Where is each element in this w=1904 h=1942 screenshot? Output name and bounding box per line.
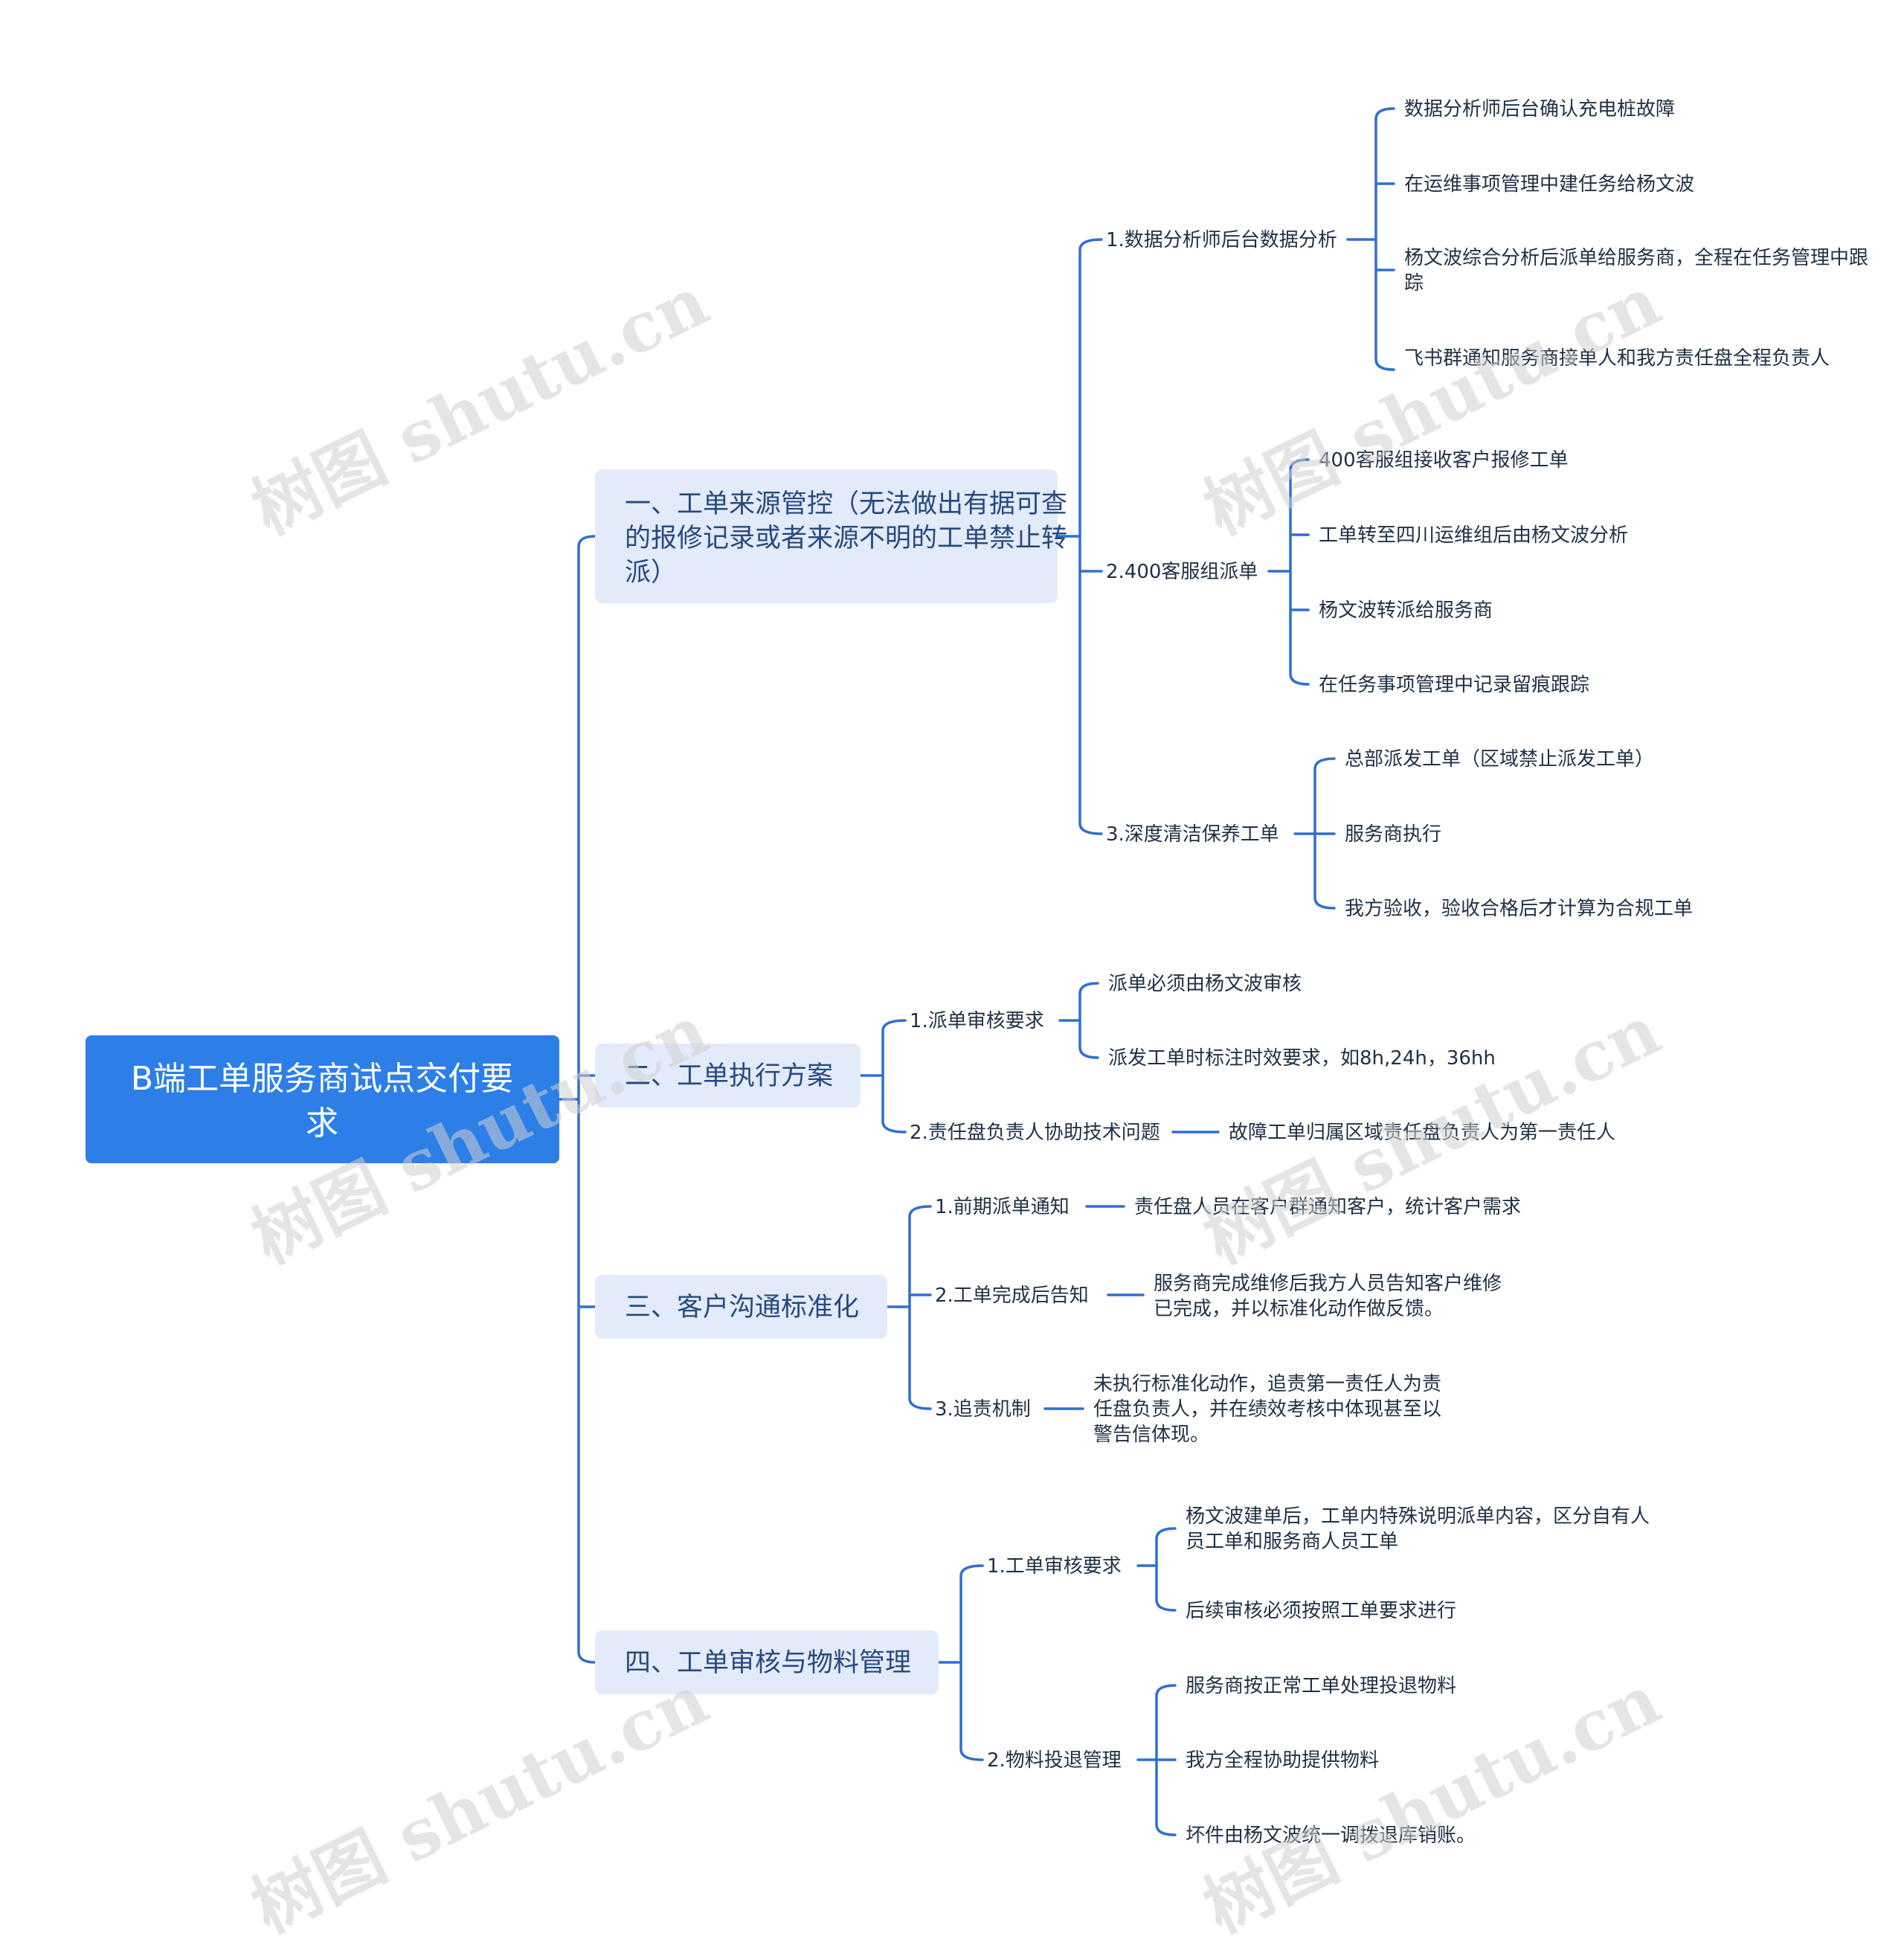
leaf-topic-label: 杨文波建单后，工单内特殊说明派单内容，区分自有人员工单和服务商人员工单 — [1186, 1505, 1650, 1553]
branch-node[interactable]: 三、客户沟通标准化 — [595, 1275, 887, 1339]
leaf-topic-label: 故障工单归属区域责任盘负责人为第一责任人 — [1229, 1122, 1615, 1144]
sub-topic-label: 2.责任盘负责人协助技术问题 — [910, 1122, 1160, 1144]
connector-line — [1293, 757, 1336, 910]
branch-node[interactable]: 二、工单执行方案 — [595, 1044, 861, 1107]
branch-label: 一、工单来源管控（无法做出有据可查的报修记录或者来源不明的工单禁止转派） — [625, 489, 1067, 588]
leaf-topic[interactable]: 未执行标准化动作，追责第一责任人为责任盘负责人，并在绩效考核中体现甚至以警告信体… — [1093, 1373, 1441, 1446]
connector-line — [859, 1019, 907, 1134]
sub-topic[interactable]: 3.深度清洁保养工单 — [1106, 823, 1279, 846]
connector-lines — [558, 107, 1395, 1836]
leaf-topic[interactable]: 杨文波综合分析后派单给服务商，全程在任务管理中跟踪 — [1404, 247, 1868, 295]
sub-topic-label: 2.400客服组派单 — [1106, 561, 1258, 583]
leaf-topic-label: 飞书群通知服务商接单人和我方责任盘全程负责人 — [1404, 347, 1830, 370]
connector-line — [1136, 1684, 1177, 1836]
root-node-box — [86, 1035, 559, 1163]
branch-node-box — [595, 469, 1058, 603]
leaf-topic[interactable]: 责任盘人员在客户群通知客户，统计客户需求 — [1134, 1196, 1521, 1218]
sub-topic[interactable]: 1.数据分析师后台数据分析 — [1106, 229, 1337, 251]
sub-topic[interactable]: 2.责任盘负责人协助技术问题 — [910, 1122, 1160, 1144]
leaf-topic[interactable]: 派单必须由杨文波审核 — [1108, 973, 1302, 995]
connector-line — [886, 1205, 932, 1410]
leaf-topic-label: 总部派发工单（区域禁止派发工单） — [1345, 748, 1654, 771]
branch-node[interactable]: 一、工单来源管控（无法做出有据可查的报修记录或者来源不明的工单禁止转派） — [595, 469, 1067, 603]
sub-topic[interactable]: 2.物料投退管理 — [987, 1749, 1122, 1772]
leaf-topic-label: 责任盘人员在客户群通知客户，统计客户需求 — [1134, 1196, 1521, 1218]
leaf-topic-label: 服务商执行 — [1345, 823, 1441, 846]
leaf-topic[interactable]: 杨文波转派给服务商 — [1319, 599, 1493, 622]
connector-line — [937, 1564, 984, 1761]
leaf-topic-label: 派发工单时标注时效要求，如8h,24h，36hh — [1108, 1047, 1496, 1070]
root-title: B端工单服务商试点交付要求 — [131, 1060, 513, 1142]
connector-line — [1346, 107, 1395, 371]
leaf-topic[interactable]: 故障工单归属区域责任盘负责人为第一责任人 — [1229, 1122, 1615, 1144]
sub-topic-label: 3.追责机制 — [935, 1398, 1031, 1421]
connector-line — [1136, 1527, 1177, 1612]
connector-line — [1056, 238, 1103, 835]
sub-topic-label: 1.前期派单通知 — [935, 1196, 1070, 1218]
sub-topic-label: 2.工单完成后告知 — [935, 1285, 1089, 1307]
sub-topic-label: 2.物料投退管理 — [987, 1749, 1122, 1772]
leaf-topic[interactable]: 派发工单时标注时效要求，如8h,24h，36hh — [1108, 1047, 1496, 1070]
sub-topic-label: 1.数据分析师后台数据分析 — [1106, 229, 1337, 251]
leaf-topic[interactable]: 在运维事项管理中建任务给杨文波 — [1404, 173, 1694, 196]
watermark-text: 树图 shutu.cn — [239, 1659, 720, 1942]
leaf-topic[interactable]: 服务商按正常工单处理投退物料 — [1186, 1675, 1456, 1697]
branch-node-box — [595, 1275, 887, 1339]
branch-label: 四、工单审核与物料管理 — [625, 1648, 911, 1678]
leaf-topic[interactable]: 我方验收，验收合格后才计算为合规工单 — [1345, 898, 1693, 920]
leaf-topic[interactable]: 服务商完成维修后我方人员告知客户维修已完成，并以标准化动作做反馈。 — [1154, 1273, 1502, 1320]
leaf-topic-label: 400客服组接收客户报修工单 — [1319, 449, 1569, 472]
sub-topic[interactable]: 1.派单审核要求 — [910, 1010, 1044, 1032]
sub-topic[interactable]: 1.工单审核要求 — [987, 1555, 1122, 1578]
watermark-text: 树图 shutu.cn — [1191, 1659, 1672, 1942]
leaf-topic-label: 杨文波综合分析后派单给服务商，全程在任务管理中跟踪 — [1404, 247, 1868, 295]
sub-topic-label: 1.派单审核要求 — [910, 1010, 1044, 1032]
leaf-topic-label: 派单必须由杨文波审核 — [1108, 973, 1302, 995]
branch-label: 二、工单执行方案 — [625, 1061, 833, 1091]
mind-map-nodes: B端工单服务商试点交付要求 一、工单来源管控（无法做出有据可查的报修记录或者来源不… — [86, 98, 1868, 1847]
branch-label: 三、客户沟通标准化 — [625, 1293, 859, 1322]
leaf-topic-label: 我方全程协助提供物料 — [1186, 1749, 1379, 1772]
leaf-topic-label: 工单转至四川运维组后由杨文波分析 — [1319, 524, 1628, 547]
connector-line — [558, 535, 596, 1664]
root-node[interactable]: B端工单服务商试点交付要求 — [86, 1035, 559, 1163]
leaf-topic-label: 坏件由杨文波统一调拨退库销账。 — [1186, 1824, 1476, 1847]
leaf-topic[interactable]: 400客服组接收客户报修工单 — [1319, 449, 1569, 472]
branch-node-box — [595, 1630, 939, 1694]
sub-topic-label: 1.工单审核要求 — [987, 1555, 1122, 1578]
leaf-topic[interactable]: 工单转至四川运维组后由杨文波分析 — [1319, 524, 1628, 547]
leaf-topic[interactable]: 杨文波建单后，工单内特殊说明派单内容，区分自有人员工单和服务商人员工单 — [1186, 1505, 1650, 1553]
leaf-topic-label: 杨文波转派给服务商 — [1319, 599, 1493, 622]
leaf-topic[interactable]: 坏件由杨文波统一调拨退库销账。 — [1186, 1824, 1476, 1847]
leaf-topic-label: 在运维事项管理中建任务给杨文波 — [1404, 173, 1694, 196]
leaf-topic[interactable]: 飞书群通知服务商接单人和我方责任盘全程负责人 — [1404, 347, 1830, 370]
leaf-topic[interactable]: 后续审核必须按照工单要求进行 — [1186, 1600, 1456, 1622]
leaf-topic[interactable]: 总部派发工单（区域禁止派发工单） — [1345, 748, 1654, 771]
sub-topic[interactable]: 2.工单完成后告知 — [935, 1285, 1089, 1307]
branch-node-box — [595, 1044, 861, 1107]
leaf-topic[interactable]: 我方全程协助提供物料 — [1186, 1749, 1379, 1772]
sub-topic[interactable]: 2.400客服组派单 — [1106, 561, 1258, 583]
leaf-topic-label: 服务商按正常工单处理投退物料 — [1186, 1675, 1456, 1697]
leaf-topic-label: 在任务事项管理中记录留痕跟踪 — [1319, 674, 1589, 696]
sub-topic[interactable]: 3.追责机制 — [935, 1398, 1031, 1421]
branch-node[interactable]: 四、工单审核与物料管理 — [595, 1630, 939, 1694]
leaf-topic-label: 服务商完成维修后我方人员告知客户维修已完成，并以标准化动作做反馈。 — [1154, 1273, 1502, 1320]
leaf-topic[interactable]: 服务商执行 — [1345, 823, 1441, 846]
leaf-topic-label: 我方验收，验收合格后才计算为合规工单 — [1345, 898, 1693, 920]
leaf-topic[interactable]: 数据分析师后台确认充电桩故障 — [1404, 98, 1675, 120]
connector-line — [1058, 982, 1099, 1059]
leaf-topic-label: 后续审核必须按照工单要求进行 — [1186, 1600, 1456, 1622]
leaf-topic[interactable]: 在任务事项管理中记录留痕跟踪 — [1319, 674, 1589, 696]
leaf-topic-label: 未执行标准化动作，追责第一责任人为责任盘负责人，并在绩效考核中体现甚至以警告信体… — [1093, 1373, 1441, 1446]
sub-topic-label: 3.深度清洁保养工单 — [1106, 823, 1279, 846]
watermark-text: 树图 shutu.cn — [1191, 261, 1672, 550]
connector-line — [1267, 458, 1310, 686]
sub-topic[interactable]: 1.前期派单通知 — [935, 1196, 1070, 1218]
leaf-topic-label: 数据分析师后台确认充电桩故障 — [1404, 98, 1675, 120]
